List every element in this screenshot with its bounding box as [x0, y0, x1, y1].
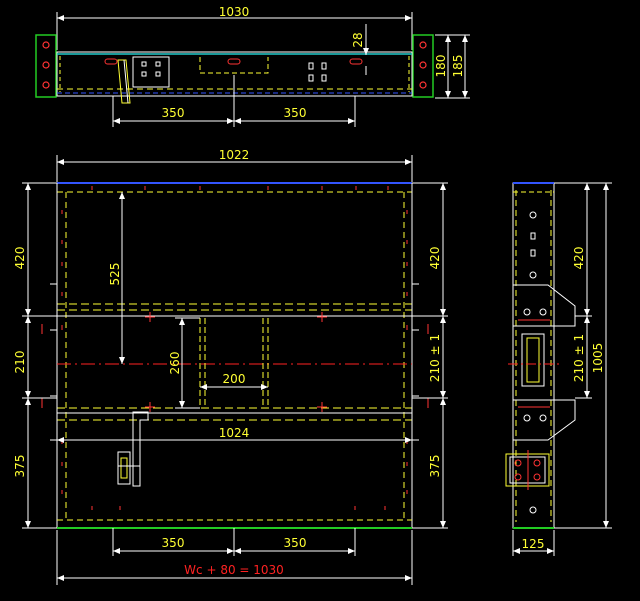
dim-top-350-left: 350: [162, 106, 185, 120]
dim-left-210: 210: [13, 351, 27, 374]
right-flange: [412, 34, 434, 98]
dim-side-420: 420: [572, 247, 586, 270]
dim-right-420: 420: [428, 247, 442, 270]
dim-overall-width: 1030: [219, 5, 250, 19]
dim-1024: 1024: [219, 426, 250, 440]
front-view: 1022: [13, 148, 448, 585]
dim-28: 28: [351, 32, 365, 47]
dim-top-350-right: 350: [284, 106, 307, 120]
dim-bottom-350-right: 350: [284, 536, 307, 550]
side-view: 420 210 ± 1 1005 125: [505, 182, 612, 556]
dim-side-210: 210 ± 1: [572, 334, 586, 382]
dim-185: 185: [451, 55, 465, 78]
dim-1022: 1022: [219, 148, 250, 162]
dim-200: 200: [223, 372, 246, 386]
dim-525: 525: [108, 263, 122, 286]
dim-left-420: 420: [13, 247, 27, 270]
formula-width: Wc + 80 = 1030: [184, 563, 284, 577]
dim-right-375: 375: [428, 455, 442, 478]
top-view: 1030: [35, 5, 470, 127]
dim-bottom-350-left: 350: [162, 536, 185, 550]
dim-side-1005: 1005: [591, 343, 605, 374]
dim-right-210: 210 ± 1: [428, 334, 442, 382]
dim-left-375: 375: [13, 455, 27, 478]
dim-180: 180: [434, 55, 448, 78]
left-flange: [35, 34, 57, 98]
dim-260: 260: [168, 352, 182, 375]
dim-side-125: 125: [522, 537, 545, 551]
